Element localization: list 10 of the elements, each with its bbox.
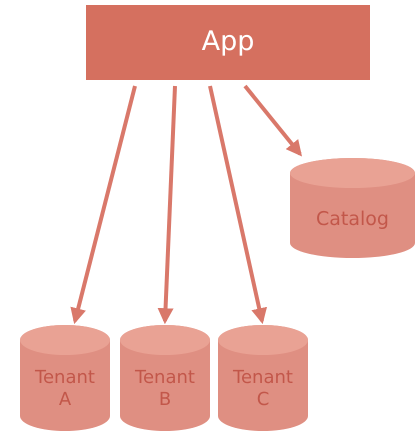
database-label: Tenant A: [34, 367, 96, 411]
arrow: [208, 86, 268, 324]
database-label: Catalog: [315, 208, 390, 230]
arrow: [70, 86, 137, 324]
arrow: [158, 86, 177, 324]
arrow: [243, 84, 302, 156]
app-label: App: [202, 26, 254, 59]
database-label: Tenant C: [232, 367, 294, 411]
app-box: [86, 5, 370, 80]
database-label: Tenant B: [134, 367, 196, 411]
